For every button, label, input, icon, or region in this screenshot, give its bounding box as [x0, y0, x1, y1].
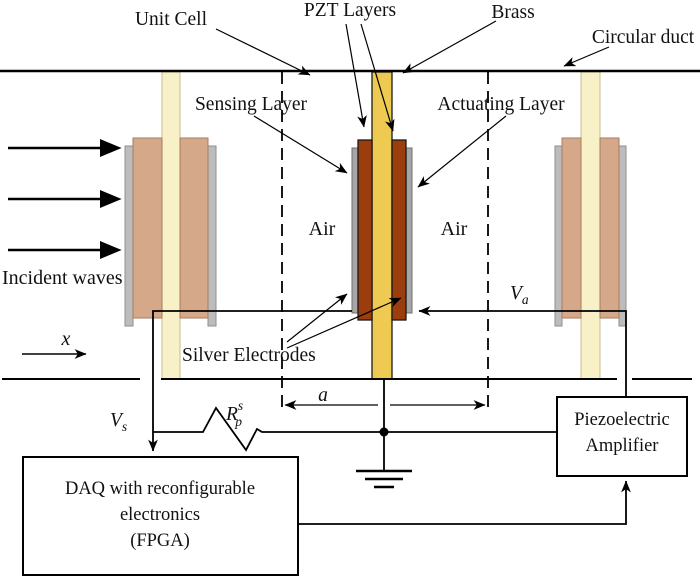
right-silver-electrode-outer-left [554, 145, 563, 327]
pzt-leader-arrow-1 [345, 23, 367, 128]
sensing-voltage-wire [148, 310, 352, 452]
silver-electrode-sensing [351, 147, 359, 314]
circular-duct-leader-arrow [563, 46, 610, 67]
amplifier-box-line1: Piezoelectric [574, 410, 670, 430]
circular-duct-label: Circular duct [592, 27, 695, 48]
daq-box-line1: DAQ with reconfigurable [65, 479, 255, 499]
left-pzt-layer-right [179, 137, 209, 319]
sensing-layer-label: Sensing Layer [195, 94, 308, 115]
pzt-layers-label: PZT Layers [304, 0, 396, 21]
actuating-pzt-layer [391, 139, 407, 321]
unit-cell-leader-arrow [215, 28, 311, 76]
right-brass-membrane [580, 71, 601, 380]
daq-box [22, 456, 299, 576]
actuating-layer-leader-arrow [417, 115, 507, 188]
silver-electrodes-leader-arrow-1 [286, 293, 348, 343]
incident-waves-label: Incident waves [2, 267, 123, 289]
brass-leader-arrow [402, 20, 497, 74]
silver-electrode-actuating [405, 147, 413, 314]
sensing-pzt-layer [357, 139, 373, 321]
air-label-left: Air [309, 218, 336, 240]
va-label: Va [510, 283, 529, 307]
daq-to-amplifier-wire [298, 480, 631, 525]
vs-label: Vs [110, 410, 127, 434]
left-brass-membrane [161, 71, 181, 380]
shunt-resistor-wire [153, 406, 557, 452]
actuating-layer-label: Actuating Layer [437, 94, 565, 115]
left-unit-cell-element [124, 71, 217, 380]
unit-cell-label: Unit Cell [135, 9, 208, 30]
pzt-leader-arrow-2 [360, 23, 395, 132]
x-axis-label: x [61, 328, 71, 350]
daq-box-line3: (FPGA) [130, 531, 190, 551]
daq-box-line2: electronics [120, 505, 200, 525]
silver-electrodes-label: Silver Electrodes [182, 345, 316, 366]
silver-electrodes-leader-arrow-2 [286, 297, 402, 349]
brass-label: Brass [491, 2, 534, 23]
actuating-voltage-wire [418, 306, 627, 397]
dimension-a-label: a [318, 385, 328, 406]
left-pzt-layer-left [132, 137, 163, 319]
right-pzt-layer-left [561, 137, 582, 319]
wire-junction-dot [379, 427, 389, 437]
right-unit-cell-element [554, 71, 627, 380]
central-active-element [351, 71, 413, 380]
sensing-layer-leader-arrow [253, 115, 348, 174]
right-silver-electrode-outer-right [618, 145, 627, 327]
amplifier-box-line2: Amplifier [586, 436, 659, 456]
right-pzt-layer-right [599, 137, 620, 319]
air-label-right: Air [441, 218, 468, 240]
amplifier-box [556, 396, 688, 477]
left-silver-electrode-outer-left [124, 145, 134, 327]
left-silver-electrode-outer-right [207, 145, 217, 327]
